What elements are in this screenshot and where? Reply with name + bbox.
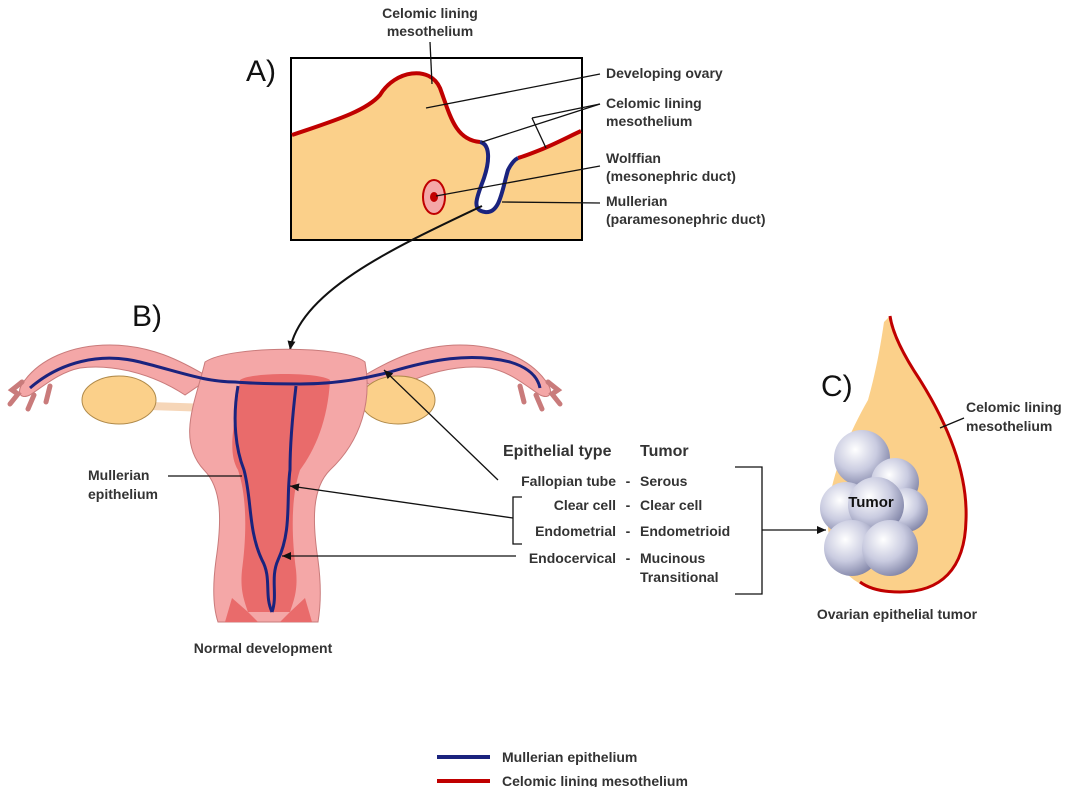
table-row-tumor: Clear cell [640,497,702,513]
label-wolffian-2: (mesonephric duct) [606,168,736,184]
table-header-tumor: Tumor [640,443,689,460]
label-a-top-2: mesothelium [387,23,473,39]
legend: Mullerian epithelium Celomic lining meso… [437,749,688,787]
label-celomic-c-1: Celomic lining [966,399,1062,415]
ovary-left [82,376,156,424]
label-mullerian-1: Mullerian [606,193,667,209]
label-wolffian-1: Wolffian [606,150,661,166]
legend-label-mullerian: Mullerian epithelium [502,749,637,765]
table-row-tumor: Serous [640,473,688,489]
caption-ovarian-tumor: Ovarian epithelial tumor [817,606,978,622]
panel-a: A) Celomic lining mesothelium Developing… [246,5,765,240]
label-celomic-a-1: Celomic lining [606,95,702,111]
table-row-tumor: Endometrioid [640,523,730,539]
table-row-tumor: Mucinous [640,550,706,566]
table-row-sep: - [626,523,631,539]
table-row-type: Endocervical [529,550,616,566]
label-celomic-c-2: mesothelium [966,418,1052,434]
panel-a-letter: A) [246,55,276,88]
label-celomic-a-2: mesothelium [606,113,692,129]
panel-c: C) Tumor Celomic lining mesothelium Ovar… [817,316,1062,622]
arrow-endometrial [290,486,513,518]
caption-normal-development: Normal development [194,640,333,656]
panel-c-letter: C) [821,370,853,403]
panel-b: B) Mullerian epithelium Normal developme… [10,300,560,656]
table-row-sep: - [626,550,631,566]
table-row-type: Fallopian tube [521,473,616,489]
bracket-right [735,467,762,594]
table-row-sep: - [626,497,631,513]
label-a-top-1: Celomic lining [382,5,478,21]
label-developing-ovary: Developing ovary [606,65,723,81]
arrow-fallopian [384,370,498,480]
label-mullerian-2: (paramesonephric duct) [606,211,765,227]
panel-b-letter: B) [132,300,162,333]
bracket-left [513,497,522,544]
legend-label-celomic: Celomic lining mesothelium [502,773,688,787]
table-row-tumor: Transitional [640,569,719,585]
table-row-type: Clear cell [554,497,616,513]
wolffian-lumen [430,192,438,202]
label-mullerian-epithelium-1: Mullerian [88,467,149,483]
table-row-sep: - [626,473,631,489]
label-mullerian-epithelium-2: epithelium [88,486,158,502]
table-header-type: Epithelial type [503,443,612,460]
tumor-label: Tumor [848,494,894,511]
table-row-type: Endometrial [535,523,616,539]
